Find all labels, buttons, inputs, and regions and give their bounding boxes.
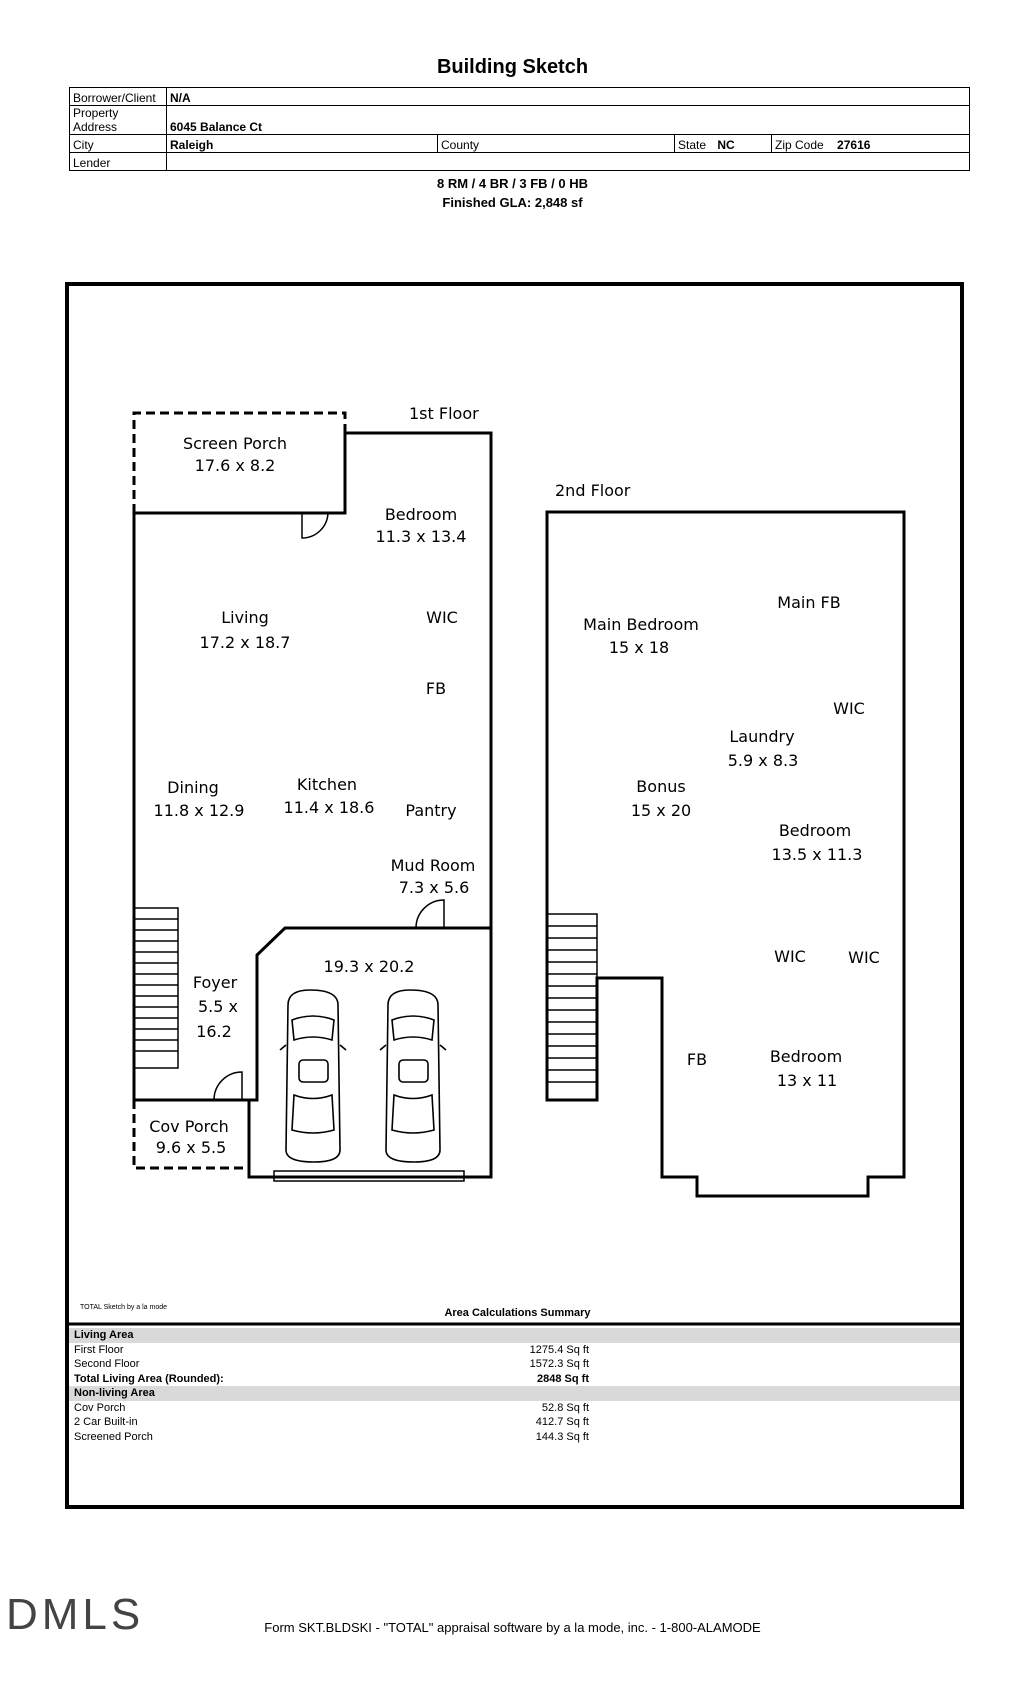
calc-title: Area Calculations Summary [444,1307,591,1319]
calc-row: Second Floor 1572.3 Sq ft [69,1357,960,1372]
calc-row: First Floor 1275.4 Sq ft [69,1343,960,1358]
state-label: State [678,138,707,152]
calc-row-name: Screened Porch [74,1430,153,1443]
room-count-summary: 8 RM / 4 BR / 3 FB / 0 HB [437,176,588,191]
zip-value: 27616 [837,138,871,152]
page-title: Building Sketch [436,56,589,78]
bedroom-name: Bedroom [385,505,457,524]
bedroom-a-dim: 13.5 x 11.3 [772,845,863,864]
wic-label: WIC [833,699,865,718]
calc-row-area: 1275.4 Sq ft [529,1343,589,1356]
dining-name: Dining [167,778,219,797]
mud-room-dim: 7.3 x 5.6 [399,878,470,897]
mud-room-door [415,899,445,929]
kitchen-dim: 11.4 x 18.6 [284,798,375,817]
sketch-credit: TOTAL Sketch by a la mode [80,1304,168,1311]
calc-total-name: Total Living Area (Rounded): [74,1372,224,1385]
sketch-frame [65,282,964,1509]
screen-porch-door [301,512,329,539]
car-icon [379,989,447,1163]
calc-total-area: 2848 Sq ft [537,1372,589,1385]
nonliving-area-header: Non-living Area [69,1386,960,1401]
lender-label: Lender [69,152,167,171]
bedroom-b-dim: 13 x 11 [777,1071,837,1090]
kitchen-name: Kitchen [297,775,357,794]
garage-door [273,1170,465,1182]
calc-row-area: 52.8 Sq ft [541,1401,589,1414]
laundry-dim: 5.9 x 8.3 [728,751,799,770]
wic-label: WIC [426,608,458,627]
calc-row: Cov Porch 52.8 Sq ft [69,1401,960,1416]
property-header-table: Borrower/Client N/A Property Address 604… [69,87,970,171]
fb-label: FB [687,1050,707,1069]
main-fb-label: Main FB [777,593,840,612]
calc-row-name: Cov Porch [74,1401,126,1414]
mud-room-name: Mud Room [391,856,476,875]
gla-summary: Finished GLA: 2,848 sf [442,195,583,210]
foyer-dim-1: 5.5 x [198,997,238,1016]
foyer-name: Foyer [193,973,238,992]
calc-row-name: 2 Car Built-in [74,1416,138,1428]
wic-label: WIC [848,948,880,967]
form-footer: Form SKT.BLDSKI - "TOTAL" appraisal soft… [264,1620,761,1635]
calc-row-name: First Floor [74,1343,124,1356]
screen-porch-outline [132,411,347,513]
second-floor-stairs [546,913,598,1101]
cov-porch-dim: 9.6 x 5.5 [156,1138,227,1157]
living-area-header: Living Area [69,1328,960,1343]
laundry-name: Laundry [729,727,794,746]
calc-row-area: 412.7 Sq ft [535,1416,589,1428]
car-icon [279,989,347,1163]
second-floor-label: 2nd Floor [555,481,631,500]
bedroom-dim: 11.3 x 13.4 [376,527,467,546]
address-value: 6045 Balance Ct [166,105,970,135]
dining-dim: 11.8 x 12.9 [154,801,245,820]
calc-row-name: Second Floor [74,1358,140,1370]
county-label: County [441,138,480,152]
living-dim: 17.2 x 18.7 [200,633,291,652]
borrower-label: Borrower/Client [69,87,167,106]
bonus-name: Bonus [636,777,685,796]
cov-porch-outline [132,1100,249,1170]
bedroom-a-name: Bedroom [779,821,851,840]
calc-row: Screened Porch 144.3 Sq ft [69,1430,960,1445]
screen-porch-name: Screen Porch [183,434,287,453]
cov-porch-name: Cov Porch [149,1117,229,1136]
first-floor-label: 1st Floor [409,404,479,423]
bedroom-b-name: Bedroom [770,1047,842,1066]
calc-row-area: 144.3 Sq ft [535,1430,589,1443]
first-floor-west-wall [132,433,347,1102]
living-name: Living [221,608,269,627]
pantry-label: Pantry [405,801,456,820]
calc-row: 2 Car Built-in 412.7 Sq ft [69,1415,960,1430]
lender-value [166,152,970,171]
foyer-door [213,1071,243,1101]
fb-label: FB [426,679,446,698]
calc-total-row: Total Living Area (Rounded): 2848 Sq ft [69,1372,960,1387]
main-bedroom-name: Main Bedroom [583,615,699,634]
area-calculations: Living Area First Floor 1275.4 Sq ft Sec… [69,1328,960,1444]
bonus-dim: 15 x 20 [631,801,691,820]
garage-dim: 19.3 x 20.2 [324,957,415,976]
foyer-dim-2: 16.2 [196,1022,232,1041]
zip-label: Zip Code [775,138,824,152]
main-bedroom-dim: 15 x 18 [609,638,669,657]
address-label: Property Address [69,105,167,135]
first-floor-stairs [133,907,179,1069]
state-value: NC [717,138,735,152]
dmls-logo: DMLS [6,1590,145,1639]
wic-label: WIC [774,947,806,966]
screen-porch-dim: 17.6 x 8.2 [195,456,276,475]
calc-row-area: 1572.3 Sq ft [529,1358,589,1370]
